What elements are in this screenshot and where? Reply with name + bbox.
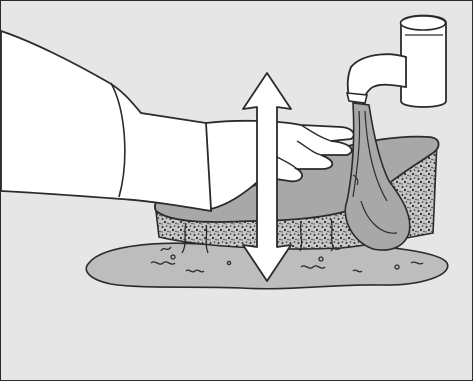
arm-sleeve xyxy=(1,31,213,211)
faucet-icon xyxy=(347,16,446,108)
